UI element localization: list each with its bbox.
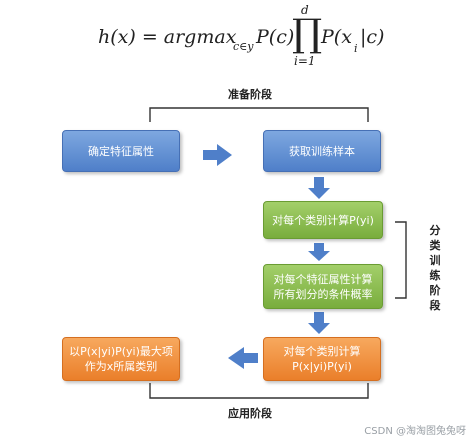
box-compute-cond-prob: 对每个特征属性计算所有划分的条件概率	[263, 264, 383, 309]
box-determine-features: 确定特征属性	[62, 130, 180, 172]
arrow-down-2	[308, 243, 330, 261]
formula-prod-lower: i=1	[294, 54, 316, 68]
box-compute-joint-prob: 对每个类别计算P(x|yi)P(yi)	[263, 337, 381, 381]
arrow-right	[203, 144, 232, 166]
product-symbol: ∏	[292, 11, 323, 55]
phase-prep-label: 准备阶段	[228, 88, 272, 101]
watermark: CSDN @淘淘图兔兔呀	[364, 426, 466, 437]
box-choose-max-text: 以P(x|yi)P(yi)最大项作为x所属类别	[69, 345, 173, 373]
box-compute-joint-prob-text: 对每个类别计算P(x|yi)P(yi)	[283, 345, 361, 373]
box-choose-max: 以P(x|yi)P(yi)最大项作为x所属类别	[62, 337, 180, 381]
formula-subscript: c∈y	[233, 40, 254, 53]
formula-term-sub: i	[354, 42, 358, 55]
phase-training-label: 分类训练阶段	[429, 224, 441, 312]
formula: h(x) = argmax c∈y P(c) d ∏ i=1 P(x i |c)	[0, 0, 474, 76]
formula-term-end: |c)	[360, 26, 385, 48]
formula-term: P(x	[321, 26, 352, 48]
formula-prior: P(c)	[256, 26, 295, 48]
formula-prod-upper: d	[301, 3, 309, 17]
phase-application-label: 应用阶段	[228, 407, 272, 420]
box-determine-features-text: 确定特征属性	[88, 144, 154, 158]
prep-bracket	[149, 107, 369, 122]
box-get-samples: 获取训练样本	[263, 130, 381, 172]
box-compute-class-prob: 对每个类别计算P(yi)	[263, 201, 383, 239]
box-get-samples-text: 获取训练样本	[289, 144, 355, 158]
arrow-down-1	[308, 177, 330, 199]
arrow-down-3	[308, 312, 330, 334]
box-compute-cond-prob-text: 对每个特征属性计算所有划分的条件概率	[273, 272, 373, 301]
application-bracket	[149, 383, 369, 399]
box-compute-class-prob-text: 对每个类别计算P(yi)	[272, 213, 374, 227]
training-bracket	[395, 221, 407, 299]
formula-lhs: h(x) = argmax	[98, 26, 237, 48]
arrow-left	[228, 347, 258, 369]
